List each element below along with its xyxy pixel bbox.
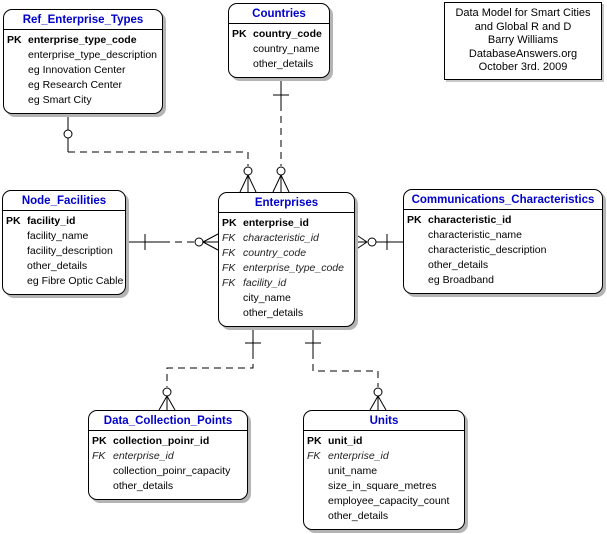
entity-title: Countries	[229, 4, 329, 24]
attribute-row: eg Innovation Center	[28, 64, 126, 76]
note-line: Barry Williams	[487, 34, 559, 46]
note-line: Data Model for Smart Cities	[455, 7, 591, 19]
crow-foot-many	[369, 395, 387, 411]
attribute-row: collection_poinr_capacity	[113, 465, 231, 477]
attribute-row: other_details	[253, 58, 314, 70]
crow-foot-many	[354, 233, 368, 251]
attribute-row: employee_capacity_count	[328, 495, 450, 507]
crow-foot-many	[272, 174, 290, 193]
attribute-row: eg Broadband	[428, 274, 494, 286]
attribute-row: size_in_square_metres	[328, 480, 437, 492]
attribute-row: characteristic_name	[428, 229, 522, 241]
relationship-communications-characteristics-enterprises	[354, 233, 403, 251]
attribute-row: facility_description	[27, 245, 113, 257]
entity-title: Communications_Characteristics	[404, 190, 602, 210]
attribute-row: eg Fibre Optic Cable	[27, 275, 124, 287]
zero-cardinality-circle	[373, 387, 383, 397]
attribute-row: unit_name	[328, 465, 378, 477]
relationship-enterprises-data-collection-points	[158, 325, 261, 411]
attribute-row: eg Research Center	[28, 79, 122, 91]
entity-title: Ref_Enterprise_Types	[4, 10, 162, 30]
zero-cardinality-circle	[276, 166, 286, 176]
zero-cardinality-circle	[367, 237, 377, 247]
attribute-row: facility_name	[27, 230, 89, 242]
crow-foot-many	[158, 395, 176, 411]
crow-foot-many	[202, 233, 219, 251]
attribute-row: other_details	[113, 480, 174, 492]
attribute-row: other_details	[428, 259, 489, 271]
zero-cardinality-circle	[194, 237, 204, 247]
entity-title: Node_Facilities	[3, 191, 125, 211]
entity-title: Units	[304, 411, 464, 431]
diagram-note: Data Model for Smart Cities and Global R…	[444, 2, 602, 80]
attribute-row: characteristic_description	[428, 244, 547, 256]
relationship-enterprises-units	[305, 325, 387, 411]
note-line: DatabaseAnswers.org	[468, 47, 578, 60]
attribute-row: other_details	[328, 510, 389, 522]
entity-title: Enterprises	[219, 193, 354, 213]
relationship-ref-enterprise-types-enterprises	[63, 113, 257, 193]
attribute-row: country_name	[253, 43, 320, 55]
attribute-row: other_details	[27, 260, 88, 272]
relationship-countries-enterprises	[272, 77, 290, 193]
note-line: and Global R and D	[474, 20, 572, 33]
attribute-row: other_details	[243, 307, 304, 319]
note-line: October 3rd. 2009	[478, 61, 568, 73]
attribute-row: enterprise_type_description	[28, 49, 157, 61]
zero-cardinality-circle	[162, 387, 172, 397]
zero-cardinality-circle	[243, 166, 253, 176]
entity-title: Data_Collection_Points	[89, 411, 247, 431]
crow-foot-many	[239, 174, 257, 193]
relationship-node-facilities-enterprises	[126, 233, 219, 251]
zero-cardinality-circle	[63, 129, 73, 139]
attribute-row: eg Smart City	[28, 94, 92, 106]
attribute-row: city_name	[243, 292, 291, 304]
